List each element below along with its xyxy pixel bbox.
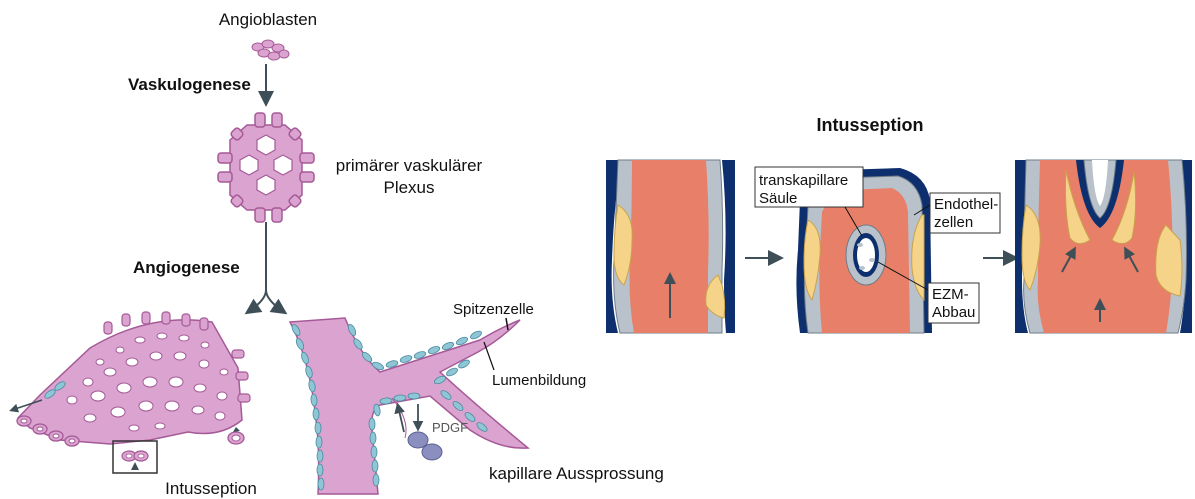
plexus-label-line2: Plexus xyxy=(383,178,434,197)
angiogenese-split-arrow xyxy=(248,222,284,312)
intusseption-left-label: Intusseption xyxy=(165,479,257,498)
intusseption-panel-3 xyxy=(1015,160,1192,333)
angiogenese-label: Angiogenese xyxy=(133,258,240,277)
endothel-label-line2: zellen xyxy=(934,214,973,231)
lumenbildung-label: Lumenbildung xyxy=(492,372,586,389)
kapillare-aussprossung-label: kapillare Aussprossung xyxy=(489,464,664,483)
intusseption-panel-1 xyxy=(606,160,735,333)
pdgf-label: PDGF xyxy=(432,420,468,435)
spitzenzelle-label: Spitzenzelle xyxy=(453,301,534,318)
saeule-label-line1: transkapillare xyxy=(759,172,848,189)
vaskulogenese-label: Vaskulogenese xyxy=(128,75,251,94)
ezm-label-line1: EZM- xyxy=(932,286,969,303)
saeule-label-line2: Säule xyxy=(759,190,797,207)
intusseption-title: Intusseption xyxy=(817,115,924,135)
angioblast-cluster xyxy=(252,40,289,60)
intusseption-detail-box xyxy=(113,441,157,473)
remodeled-plexus xyxy=(12,312,250,446)
angioblasten-label: Angioblasten xyxy=(219,10,317,29)
ezm-label-line2: Abbau xyxy=(932,304,975,321)
primary-plexus xyxy=(218,113,314,222)
endothel-label-line1: Endothel- xyxy=(934,196,998,213)
plexus-label-line1: primärer vaskulärer xyxy=(336,156,483,175)
